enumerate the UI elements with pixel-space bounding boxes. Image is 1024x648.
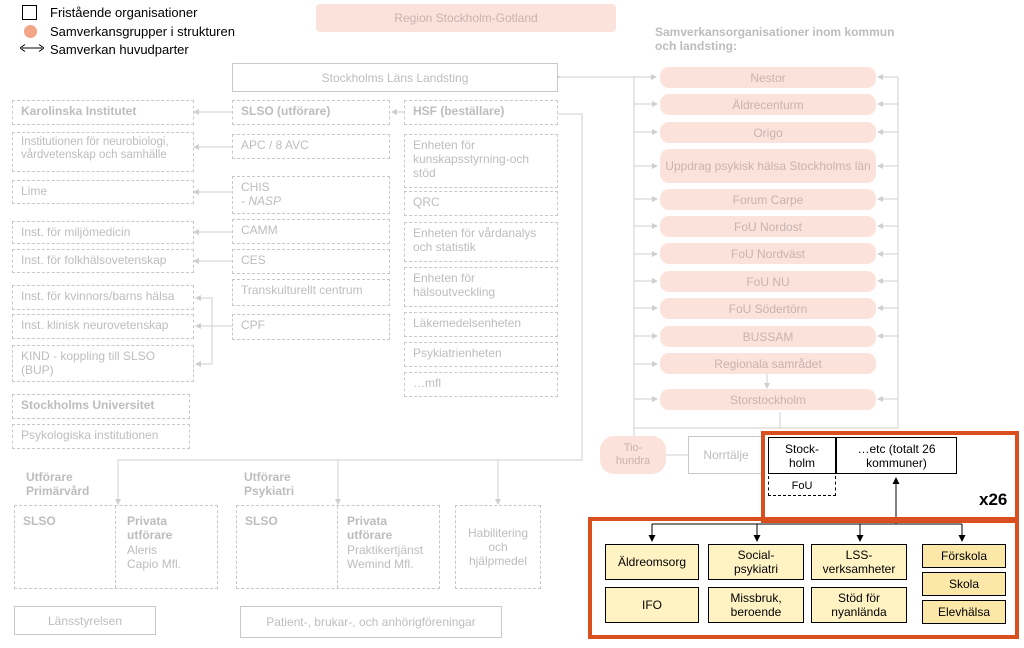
divider bbox=[115, 506, 116, 588]
psykiatri-title: Utförare Psykiatri bbox=[244, 470, 295, 498]
nasp-label: - NASP bbox=[241, 194, 282, 208]
primarvard-privata-title: Privata utförare bbox=[127, 514, 173, 542]
tiohundra-badge: Tio-hundra bbox=[600, 436, 666, 474]
ki-item: Inst. för folkhälsovetenskap bbox=[12, 249, 194, 273]
norrtalje-box: Norrtälje bbox=[688, 436, 764, 474]
hsf-item: QRC bbox=[404, 191, 558, 216]
socialpsykiatri-box: Social-psykiatri bbox=[708, 544, 804, 580]
samverkan-item: Äldrecenturm bbox=[660, 94, 876, 115]
etc-kommuner-box: …etc (totalt 26 kommuner) bbox=[836, 437, 957, 474]
divider bbox=[337, 506, 338, 588]
fou-box: FoU bbox=[768, 476, 836, 496]
hsf-title: HSF (beställare) bbox=[404, 100, 558, 125]
slso-item: CES bbox=[232, 249, 390, 274]
habilitering-box: Habilitering och hjälpmedel bbox=[455, 505, 541, 589]
lansstyrelsen-box: Länsstyrelsen bbox=[14, 606, 156, 635]
slso-item: Transkulturellt centrum bbox=[232, 279, 390, 306]
legend-circle-icon bbox=[24, 25, 37, 38]
nyanlanda-box: Stöd för nyanlända bbox=[811, 587, 907, 623]
ki-item: Inst. klinisk neurovetenskap bbox=[12, 314, 194, 339]
hsf-item: …mfl bbox=[404, 372, 558, 397]
samverkan-item: Regionala samrådet bbox=[660, 353, 876, 374]
lss-box: LSS-verksamheter bbox=[811, 544, 907, 580]
slso-item: CAMM bbox=[232, 219, 390, 244]
samverkan-item: FoU Nordost bbox=[660, 216, 876, 237]
stockholm-box: Stock-holm bbox=[768, 437, 836, 474]
chis-label: CHIS bbox=[241, 180, 270, 194]
slso-item: CPF bbox=[232, 314, 390, 340]
samverkan-item: FoU Nordväst bbox=[660, 243, 876, 264]
samverkan-header: Samverkansorganisationer inom kommun och… bbox=[655, 25, 895, 53]
ki-title: Karolinska Institutet bbox=[12, 100, 194, 125]
samverkan-item: BUSSAM bbox=[660, 326, 876, 347]
hsf-item: Enheten för kunskapsstyrning-och stöd bbox=[404, 134, 558, 188]
primarvard-slso: SLSO bbox=[23, 514, 56, 528]
samverkan-item: Origo bbox=[660, 122, 876, 143]
ki-item: Institutionen för neurobiologi, vårdvete… bbox=[12, 132, 194, 172]
samverkan-item: FoU Södertörn bbox=[660, 298, 876, 319]
hsf-item: Psykiatrienheten bbox=[404, 342, 558, 367]
slso-item-chis: CHIS - NASP bbox=[232, 176, 390, 214]
patient-box: Patient-, brukar-, och anhörigföreningar bbox=[240, 606, 502, 638]
psykiatri-box: SLSO Privata utförare Praktikertjänst We… bbox=[236, 505, 440, 589]
elevhalsa-box: Elevhälsa bbox=[922, 600, 1006, 624]
samverkan-item: Forum Carpe bbox=[660, 189, 876, 210]
samverkan-item: FoU NU bbox=[660, 271, 876, 292]
hsf-item: Enheten för hälsoutveckling bbox=[404, 267, 558, 307]
hsf-item: Enheten för vårdanalys och statistik bbox=[404, 222, 558, 262]
primarvard-box: SLSO Privata utförare Aleris Capio Mfl. bbox=[14, 505, 218, 589]
samverkan-item: Nestor bbox=[660, 67, 876, 88]
hsf-item: Läkemedelsenheten bbox=[404, 312, 558, 337]
ki-item: Inst. för miljömedicin bbox=[12, 221, 194, 244]
psykiatri-privata-title: Privata utförare bbox=[347, 514, 393, 542]
primarvard-title: Utförare Primärvård bbox=[26, 470, 90, 498]
verksamheter-frame bbox=[588, 517, 1019, 639]
legend-fristaende: Fristående organisationer bbox=[50, 5, 198, 20]
legend-samverkansgrupper: Samverkansgrupper i strukturen bbox=[50, 24, 235, 39]
skola-box: Skola bbox=[922, 572, 1006, 596]
su-item: Psykologiska institutionen bbox=[12, 424, 190, 449]
kommun-frame bbox=[761, 431, 1019, 523]
slso-item: APC / 8 AVC bbox=[232, 134, 390, 159]
legend-double-arrow-icon bbox=[20, 44, 44, 52]
ki-item: Inst. för kvinnors/barns hälsa bbox=[12, 285, 194, 310]
su-title: Stockholms Universitet bbox=[12, 394, 190, 419]
samverkan-item: Uppdrag psykisk hälsa Stockholms län bbox=[660, 149, 876, 183]
samverkan-item: Storstockholm bbox=[660, 389, 876, 410]
x26-label: x26 bbox=[979, 490, 1008, 509]
primarvard-privata-items: Aleris Capio Mfl. bbox=[127, 543, 182, 571]
ki-item: Lime bbox=[12, 180, 194, 204]
slso-title: SLSO (utförare) bbox=[232, 100, 390, 125]
psykiatri-privata-items: Praktikertjänst Wemind Mfl. bbox=[347, 543, 424, 571]
ifo-box: IFO bbox=[605, 587, 699, 623]
forskola-box: Förskola bbox=[922, 544, 1006, 568]
legend-square-icon bbox=[22, 5, 37, 20]
missbruk-box: Missbruk, beroende bbox=[708, 587, 804, 623]
aldreomsorg-box: Äldreomsorg bbox=[605, 544, 699, 580]
psykiatri-slso: SLSO bbox=[245, 514, 278, 528]
ki-item: KIND - koppling till SLSO (BUP) bbox=[12, 345, 194, 382]
sll-box: Stockholms Läns Landsting bbox=[232, 63, 558, 92]
legend-huvudparter: Samverkan huvudparter bbox=[50, 42, 189, 57]
region-box: Region Stockholm-Gotland bbox=[316, 4, 616, 32]
